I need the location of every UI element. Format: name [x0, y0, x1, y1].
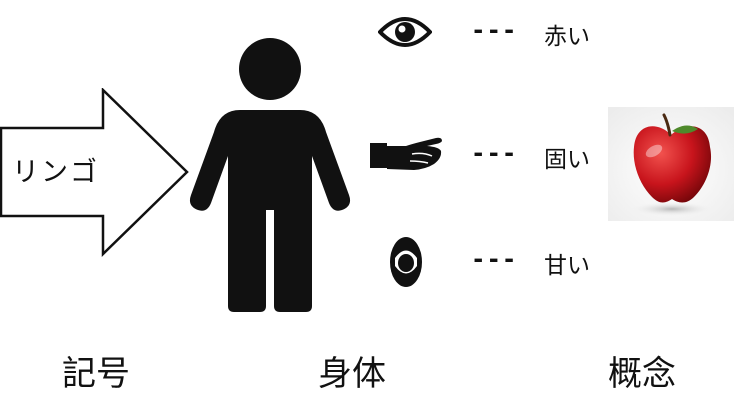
sign-arrow-shape: [0, 88, 189, 257]
concept-label: 概念: [608, 354, 676, 394]
sense-text-red: 赤い: [544, 24, 590, 50]
connector-dashes: ---: [471, 16, 518, 44]
eye-icon: [378, 17, 432, 47]
mouth-icon: [390, 237, 422, 287]
apple-image: [608, 107, 734, 221]
sign-label: 記号: [62, 354, 130, 394]
person-icon: [189, 38, 351, 312]
hand-icon: [370, 137, 442, 170]
connector-dashes: ---: [471, 245, 518, 273]
connector-dashes: ---: [471, 139, 518, 167]
sense-text-sweet: 甘い: [544, 253, 590, 279]
sense-text-hard: 固い: [544, 147, 590, 173]
sign-arrow-text: リンゴ: [12, 157, 99, 188]
body-label: 身体: [318, 354, 386, 394]
